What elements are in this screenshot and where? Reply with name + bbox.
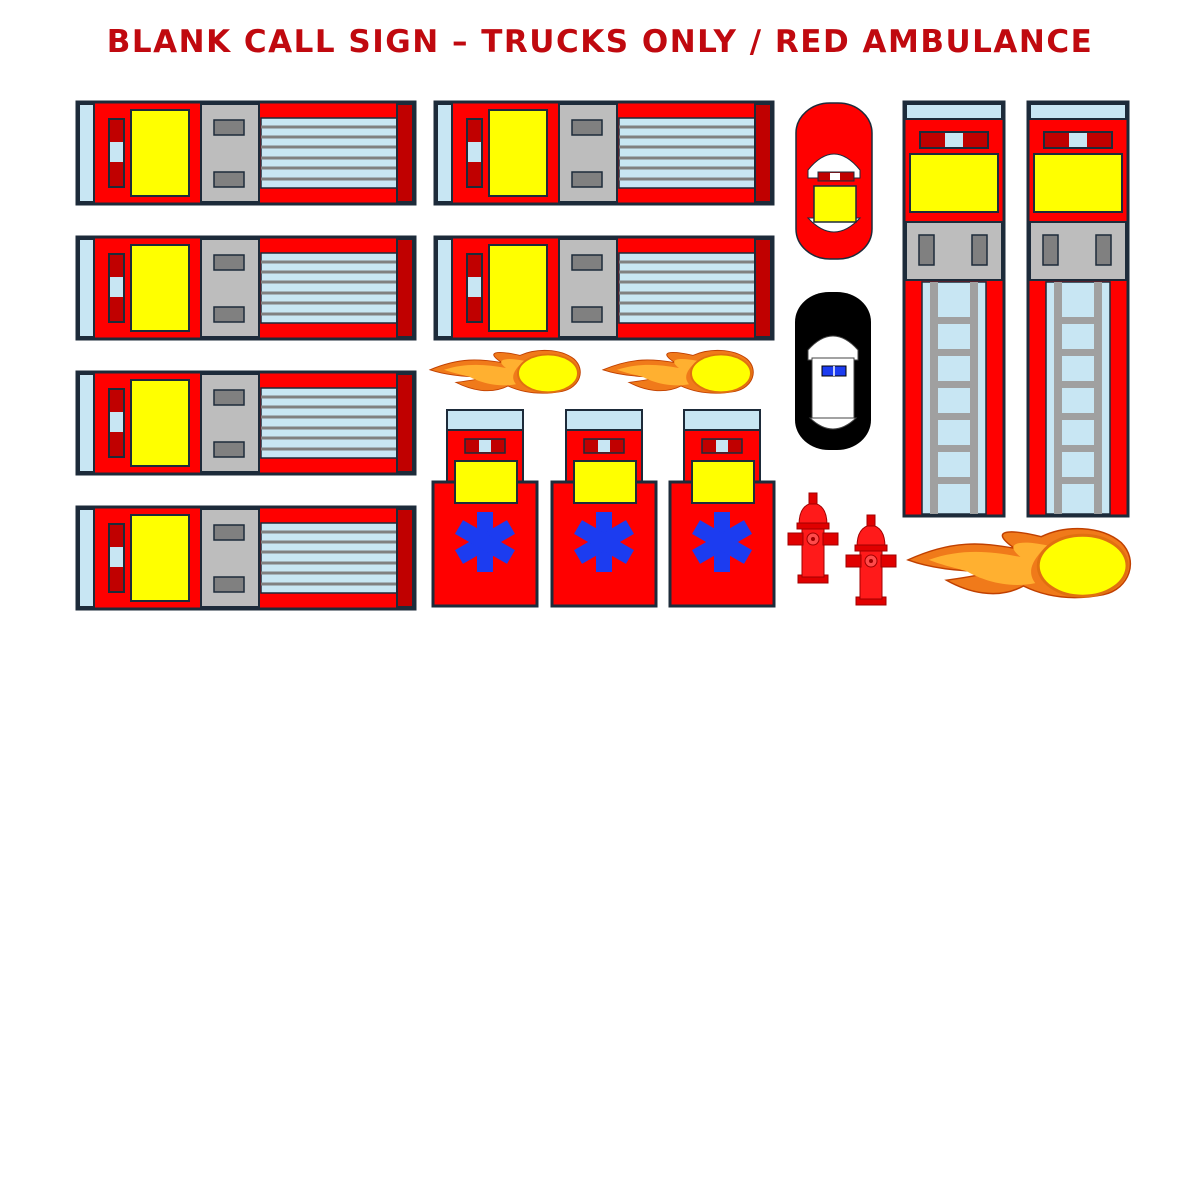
- ladder-truck-sticker-2: [1026, 100, 1130, 518]
- red-ambulance-sticker-3: [668, 408, 776, 608]
- police-car-sticker: [795, 292, 871, 450]
- fire-hydrant-sticker-1: [787, 492, 839, 584]
- flame-sticker-3: [906, 527, 1132, 600]
- flame-sticker-2: [602, 349, 755, 395]
- fire-engine-sticker-1: [75, 100, 417, 206]
- page-title: BLANK CALL SIGN – TRUCKS ONLY / RED AMBU…: [106, 24, 1094, 60]
- fire-hydrant-sticker-2: [845, 514, 897, 606]
- ladder-truck-sticker-1: [902, 100, 1006, 518]
- fire-engine-sticker-3: [75, 370, 417, 476]
- flame-sticker-1: [429, 349, 582, 395]
- fire-engine-sticker-6: [433, 235, 775, 341]
- red-ambulance-sticker-1: [431, 408, 539, 608]
- fire-engine-sticker-5: [433, 100, 775, 206]
- red-ambulance-sticker-2: [550, 408, 658, 608]
- red-car-sticker: [795, 102, 873, 260]
- fire-engine-sticker-4: [75, 505, 417, 611]
- fire-engine-sticker-2: [75, 235, 417, 341]
